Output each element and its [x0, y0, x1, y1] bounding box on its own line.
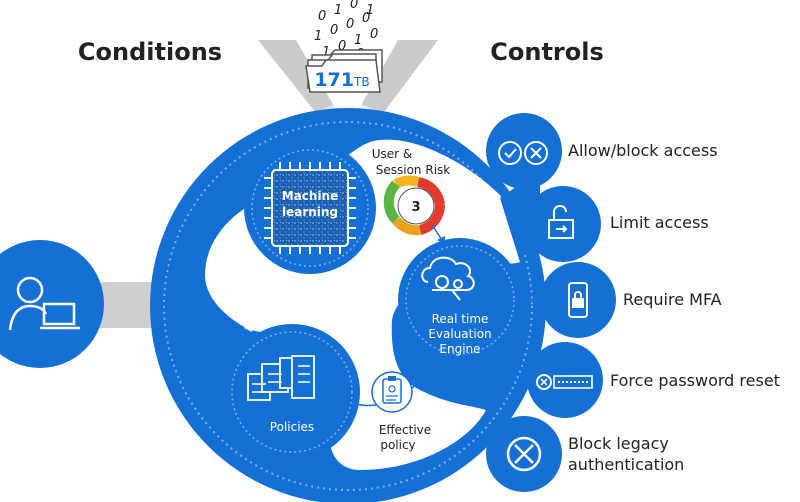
- binary-digit: 0: [330, 23, 338, 38]
- control-block-legacy-auth: Block legacy authentication: [486, 416, 684, 492]
- documents-icon: [247, 355, 315, 401]
- main-ring-dotted: [163, 121, 533, 491]
- lock-icon: [548, 205, 574, 239]
- binary-digit: 1: [322, 45, 330, 60]
- control-label-block-legacy-line2: authentication: [568, 455, 684, 474]
- effective-policy-line2: policy: [380, 438, 415, 452]
- password-reset-icon: [536, 374, 593, 390]
- user-laptop-icon: [8, 276, 80, 331]
- binary-digit: 0: [370, 27, 378, 42]
- binary-digit: 1: [366, 3, 374, 18]
- control-force-password-reset: Force password reset: [527, 342, 780, 418]
- risk-score: 3: [411, 200, 420, 215]
- binary-digit: 1: [354, 33, 362, 48]
- control-limit-access: Limit access: [525, 186, 709, 262]
- binary-digit: 0: [350, 0, 358, 12]
- binary-digit: 1: [334, 3, 342, 18]
- control-label-force-password-reset: Force password reset: [610, 371, 780, 390]
- user-node: [0, 240, 104, 368]
- gauge-icon: 3: [383, 175, 445, 236]
- binary-digit: 0: [362, 11, 370, 26]
- binary-digit: 0: [318, 9, 326, 24]
- risk-label-line1: User &: [372, 147, 413, 161]
- control-label-require-mfa: Require MFA: [623, 290, 722, 309]
- controls-heading: Controls: [490, 38, 604, 66]
- control-allow-block: Allow/block access: [486, 113, 718, 189]
- arrow-risk-to-engine: [431, 224, 443, 241]
- arrow-ml-policies: [238, 255, 259, 329]
- control-label-allow-block: Allow/block access: [568, 141, 718, 160]
- policies-node: Policies: [224, 324, 360, 460]
- ml-label-line2: learning: [282, 205, 338, 219]
- data-funnel: [258, 40, 438, 128]
- data-size: 171TB: [314, 69, 369, 91]
- ml-label-line1: Machine: [282, 189, 339, 203]
- binary-digit: 0: [338, 39, 346, 54]
- clipboard-icon: [371, 371, 413, 413]
- phone-lock-icon: [568, 282, 588, 318]
- conditions-heading: Conditions: [78, 38, 222, 66]
- controls-list: Allow/block access Limit access Require …: [486, 113, 780, 492]
- engine-label-line1: Real time: [432, 312, 489, 326]
- control-require-mfa: Require MFA: [540, 262, 722, 338]
- policies-label: Policies: [270, 420, 314, 434]
- binary-digit: 1: [314, 29, 322, 44]
- engine-label-line3: Engine: [439, 342, 480, 356]
- effective-policy-line1: Effective: [379, 423, 431, 437]
- data-folder: 01011000101010 171TB: [305, 0, 383, 93]
- data-size-value: 171: [314, 69, 354, 91]
- binary-digit: 0: [346, 17, 354, 32]
- engine-node: Real time Evaluation Engine: [398, 238, 522, 362]
- folder-icon: [305, 49, 383, 93]
- allow-block-icon: [498, 141, 548, 165]
- cloud-gears-icon: [421, 256, 475, 301]
- data-size-unit: TB: [353, 75, 370, 89]
- block-icon: [506, 436, 542, 472]
- engine-label-line2: Evaluation: [428, 327, 491, 341]
- machine-learning-node: Machine learning: [244, 142, 376, 274]
- risk-label-line2: Session Risk: [376, 163, 451, 177]
- chip-icon: [264, 162, 356, 254]
- control-label-block-legacy-line1: Block legacy: [568, 434, 669, 453]
- control-label-limit-access: Limit access: [610, 213, 709, 232]
